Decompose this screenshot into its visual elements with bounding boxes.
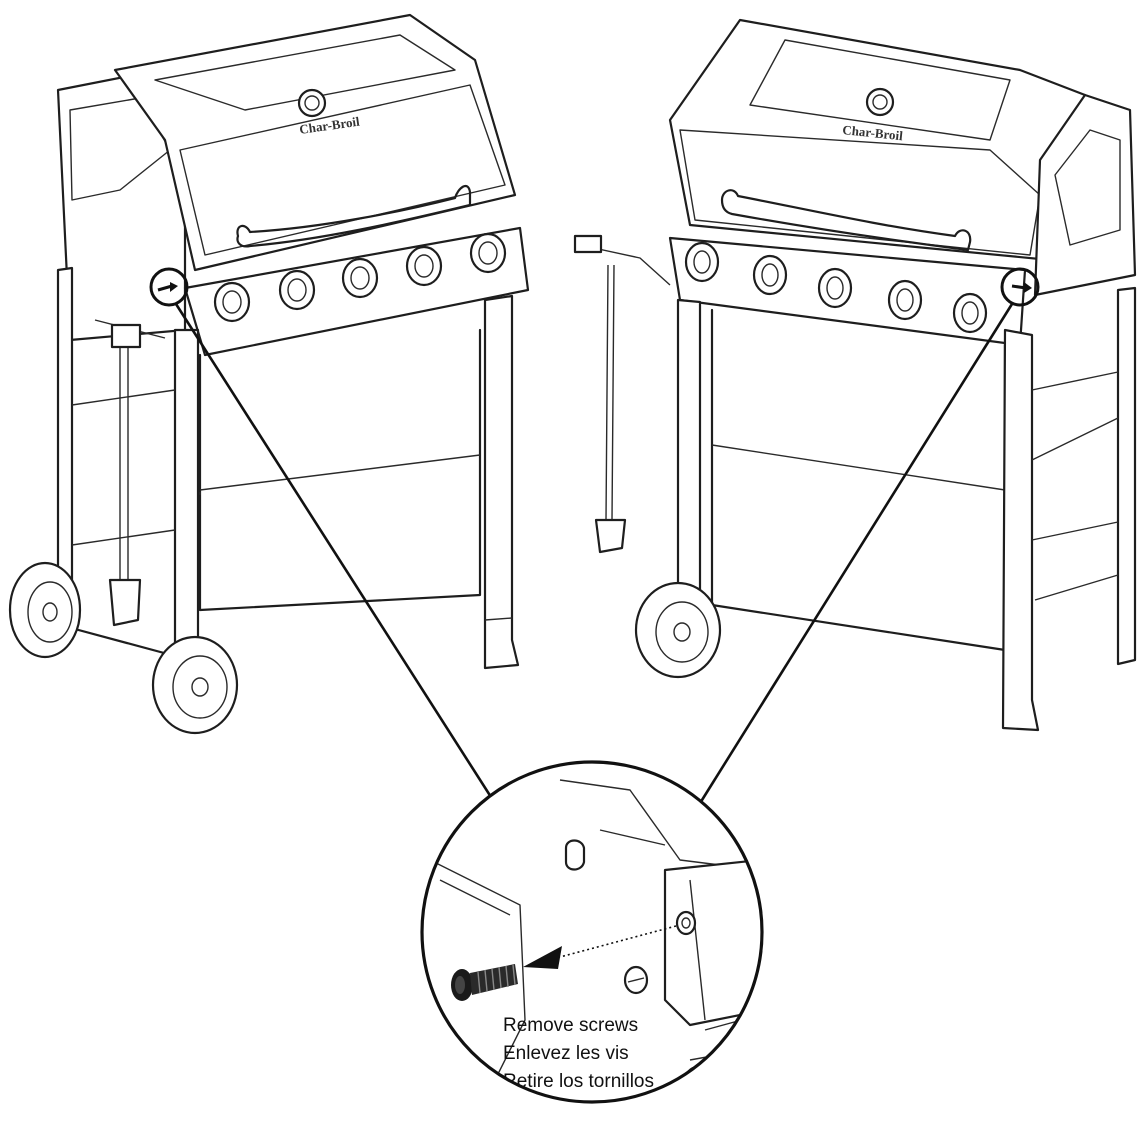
left-grill-lid-front bbox=[179, 84, 506, 256]
zoom-detail: Remove screws Enlevez les vis Retire los… bbox=[420, 760, 764, 1104]
callout-remove-screws-es: Retire los tornillos bbox=[503, 1071, 654, 1092]
bolt-icon bbox=[623, 965, 649, 995]
right-grill: Char-Broil bbox=[573, 18, 1137, 732]
removal-arrow-icon bbox=[523, 946, 562, 969]
right-grill-front-left-leg bbox=[676, 298, 702, 632]
bracket bbox=[663, 858, 762, 1027]
left-leader-line bbox=[174, 303, 500, 809]
right-grill-side-panel bbox=[1033, 93, 1137, 297]
left-grill-cart-front-panel bbox=[198, 328, 482, 612]
right-grill-temp-gauge bbox=[865, 87, 895, 117]
left-grill-regulator bbox=[110, 323, 142, 349]
right-grill-lid-handle bbox=[720, 189, 972, 252]
right-grill-rear-leg bbox=[1116, 286, 1137, 666]
left-grill-front-leg bbox=[483, 294, 520, 670]
left-grill-regulator-hose bbox=[94, 319, 166, 580]
right-grill-brand-logo: Char-Broil bbox=[842, 122, 904, 143]
left-grill-tank-hook bbox=[108, 578, 142, 627]
right-grill-tank-hook bbox=[594, 518, 627, 554]
left-grill-lid-handle bbox=[236, 184, 472, 248]
knob-icon bbox=[684, 241, 720, 283]
left-grill-temp-gauge bbox=[297, 88, 327, 118]
left-grill-lid-window bbox=[154, 34, 456, 111]
knob-icon bbox=[952, 292, 988, 334]
screw-hole bbox=[675, 910, 697, 936]
right-grill-front-right-leg bbox=[1001, 328, 1040, 732]
right-grill-gas-hose bbox=[579, 244, 671, 521]
left-grill-screw-detail-marker bbox=[149, 267, 189, 307]
left-grill-side-cutout bbox=[69, 97, 171, 201]
screw-arrow-icon bbox=[1024, 282, 1032, 293]
knob-icon bbox=[405, 245, 443, 287]
screw-icon bbox=[451, 964, 518, 1001]
screw-arrow-icon bbox=[170, 282, 178, 292]
left-grill-front-wheel bbox=[151, 635, 239, 735]
right-grill-side-cutout bbox=[1054, 129, 1121, 246]
left-grill: Char-Broil bbox=[8, 13, 530, 735]
right-grill-screw-detail-marker bbox=[1000, 267, 1040, 307]
knob-icon bbox=[752, 254, 788, 296]
knob-icon bbox=[278, 269, 316, 311]
right-grill-lid-front bbox=[679, 129, 1041, 256]
left-grill-rear-wheel bbox=[8, 561, 82, 659]
screw-path-dotted-line bbox=[559, 925, 677, 958]
knob-icon bbox=[213, 281, 251, 323]
knob-icon bbox=[817, 267, 853, 309]
right-grill-wheel bbox=[634, 581, 722, 679]
knob-icon bbox=[469, 232, 507, 274]
right-grill-lid-window bbox=[749, 39, 1011, 141]
callout-remove-screws-fr: Enlevez les vis bbox=[503, 1043, 629, 1064]
left-grill-side-leg bbox=[173, 328, 200, 657]
zoom-detail-border bbox=[420, 760, 764, 1104]
right-grill-regulator bbox=[573, 234, 603, 254]
knob-icon bbox=[887, 279, 923, 321]
left-grill-knobs bbox=[213, 232, 507, 323]
knob-icon bbox=[341, 257, 379, 299]
right-leader-line bbox=[695, 303, 1014, 809]
right-grill-cart-front-panel bbox=[710, 308, 1007, 652]
callout-remove-screws-en: Remove screws bbox=[503, 1015, 638, 1036]
right-grill-knobs bbox=[684, 241, 988, 334]
